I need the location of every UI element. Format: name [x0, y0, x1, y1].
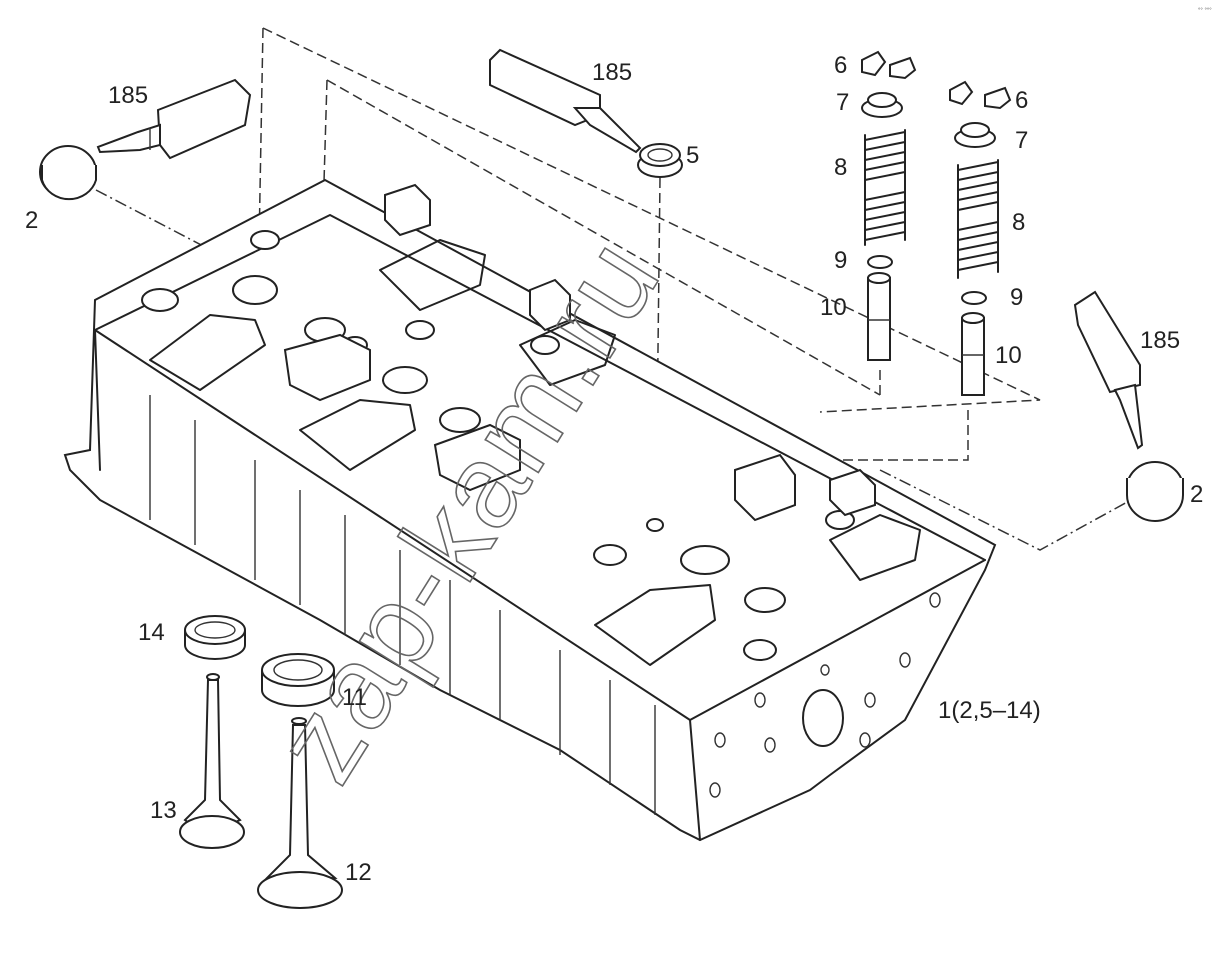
raised-blocks	[283, 183, 876, 522]
callout-8-right: 8	[1012, 209, 1025, 236]
sealant-tube-left	[96, 78, 252, 160]
side-face-holes	[709, 592, 941, 798]
callout-13: 13	[150, 797, 177, 824]
seal-ring	[637, 143, 683, 178]
callout-6-right: 6	[1015, 87, 1028, 114]
callout-11: 11	[342, 684, 367, 711]
valve-seat-exhaust	[261, 653, 335, 707]
callout-10-right: 10	[995, 342, 1022, 369]
callout-labels: 185 185 185 2 2 5 6 6 7 7 8 8 9 9 10 10 …	[25, 8, 1212, 886]
callout-6-left: 6	[834, 52, 847, 79]
callout-8-left: 8	[834, 154, 847, 181]
callout-10-left: 10	[820, 294, 847, 321]
callout-7-left: 7	[836, 89, 849, 116]
valve-seat-intake	[184, 615, 246, 660]
valve-exhaust	[179, 673, 245, 849]
callout-185-left: 185	[108, 82, 148, 109]
core-plug-left	[39, 145, 97, 201]
callout-5: 5	[686, 142, 699, 169]
callout-185-top: 185	[592, 59, 632, 86]
assembly-label: 1(2,5–14)	[938, 697, 1041, 724]
valve-train-left	[861, 50, 917, 361]
sealant-tube-right	[1073, 290, 1144, 450]
callout-9-right: 9	[1010, 284, 1023, 311]
callout-185-right: 185	[1140, 327, 1180, 354]
callout-9-left: 9	[834, 247, 847, 274]
core-plug-right	[1126, 461, 1184, 522]
front-face-ribs	[149, 395, 656, 815]
corner-mark: °° °°°	[1198, 8, 1212, 14]
callout-14: 14	[138, 619, 165, 646]
callout-2-left: 2	[25, 207, 38, 234]
sealant-tube-top	[489, 48, 642, 154]
valve-train-right	[949, 80, 1012, 396]
port-ramps	[149, 239, 921, 666]
callout-7-right: 7	[1015, 127, 1028, 154]
cylinder-head	[63, 178, 997, 842]
callout-2-right: 2	[1190, 481, 1203, 508]
valve-intake	[257, 717, 343, 909]
callout-12: 12	[345, 859, 372, 886]
